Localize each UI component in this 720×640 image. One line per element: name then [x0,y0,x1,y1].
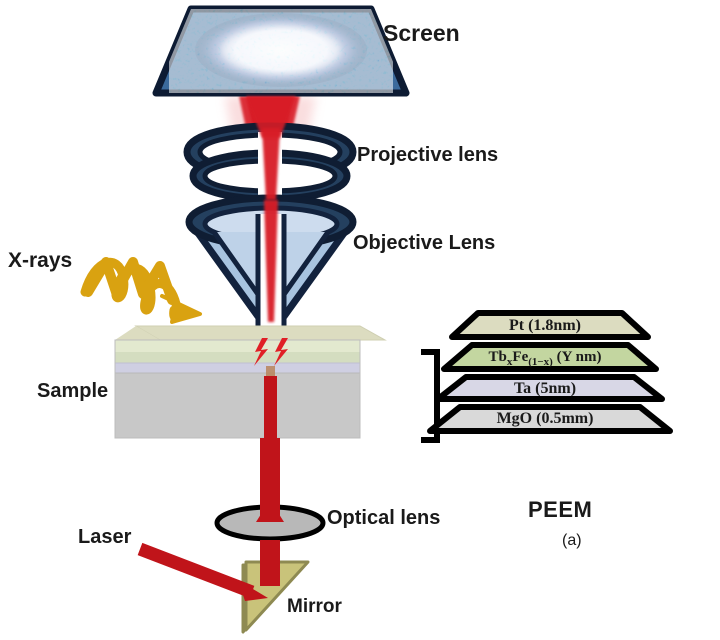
label-optical-lens: Optical lens [327,507,441,529]
stack-label-ta: Ta (5nm) [513,380,577,397]
label-mirror: Mirror [287,596,342,617]
layer-stack-diagram [427,310,673,434]
stack-label-mgo: MgO (0.5mm) [496,410,594,427]
stack-label-pt: Pt (1.8nm) [509,317,581,334]
stack-layer-mgo [427,404,673,434]
laser-input-beam [137,542,268,601]
label-projective-lens: Projective lens [357,144,499,166]
beam-core-overlay [246,96,296,322]
label-peem-technique: PEEM [528,497,593,522]
laser-column-through-sample [264,366,277,446]
label-objective-lens: Objective Lens [353,232,496,254]
laser-beam-reflected [260,540,280,586]
label-sample: Sample [37,380,109,402]
label-xrays: X-rays [8,249,73,272]
sample-slab [114,325,387,439]
emitted-electrons-icon [254,338,288,366]
stack-label-tbfe: TbxFe(1−x) (Y nm) [488,349,602,368]
label-screen: Screen [383,20,460,46]
detector-screen [152,5,410,97]
laser-beam-over-lens [256,438,284,522]
stack-layer-ta [435,374,665,402]
panel-label: (a) [562,532,582,549]
stack-layer-pt [449,310,651,340]
xray-beam-arrow [80,257,202,324]
stack-layer-tbfe [441,342,659,372]
label-laser: Laser [78,526,132,548]
